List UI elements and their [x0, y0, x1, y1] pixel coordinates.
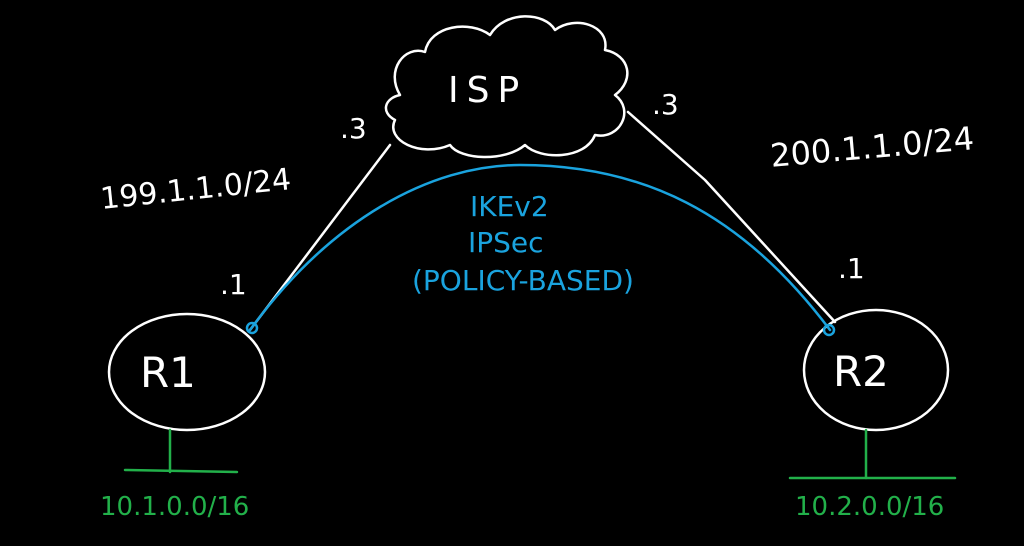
tunnel-protocol: IKEv2 — [470, 190, 549, 223]
r1-wan-addr: .1 — [220, 268, 247, 301]
isp-right-addr: .3 — [652, 88, 679, 121]
router-r2 — [802, 308, 950, 432]
isp-left-addr: .3 — [340, 112, 367, 145]
r2-wan-addr: .1 — [838, 252, 865, 285]
isp-cloud — [384, 15, 629, 159]
tunnel-endpoint-r1 — [245, 321, 259, 335]
r2-lan-subnet: 10.2.0.0/16 — [795, 492, 945, 522]
tunnel-mode: (POLICY-BASED) — [412, 264, 634, 297]
tunnel-type: IPSec — [468, 226, 544, 259]
tunnel-endpoint-r2 — [822, 323, 836, 337]
link-r2-isp — [626, 110, 837, 324]
router-r1 — [107, 312, 267, 432]
r2-label: R2 — [833, 347, 889, 396]
lan-r1-segment — [123, 468, 239, 474]
r1-lan-subnet: 10.1.0.0/16 — [100, 492, 250, 522]
isp-label: ISP — [448, 70, 528, 111]
ipsec-tunnel — [248, 163, 832, 332]
r1-label: R1 — [140, 348, 196, 397]
